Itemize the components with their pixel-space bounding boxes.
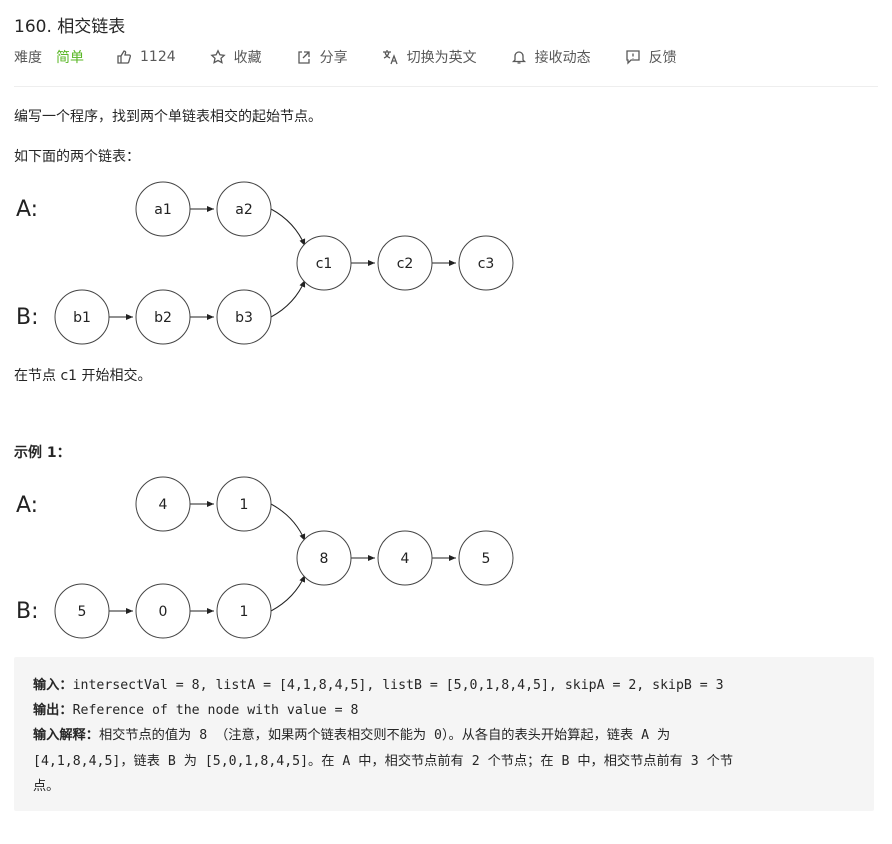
like-count: 1124: [140, 49, 176, 65]
list-node: 1: [216, 583, 272, 639]
input-label: 输入：: [33, 678, 73, 693]
node-label: b1: [73, 310, 91, 326]
list-node: 5: [54, 583, 110, 639]
favorite-button[interactable]: 收藏: [209, 47, 262, 67]
node-label: 8: [320, 551, 329, 567]
linked-list-diagram: A: B: a1 a2 b1 b2 b3 c1 c2 c3: [16, 181, 514, 345]
list-node: 4: [135, 476, 191, 532]
share-button[interactable]: 分享: [296, 47, 348, 67]
node-label: b3: [235, 310, 253, 326]
node-label: 5: [482, 551, 491, 567]
list-node: 5: [458, 530, 514, 586]
node-label: c3: [478, 256, 495, 272]
list-node: b2: [135, 289, 191, 345]
list-node: c3: [458, 235, 514, 291]
switch-language-label: 切换为英文: [406, 50, 477, 66]
node-label: 1: [240, 604, 249, 620]
star-icon: [209, 49, 226, 64]
like-button[interactable]: 1124: [116, 49, 176, 65]
node-label: c1: [316, 256, 333, 272]
list-b-label: B:: [16, 305, 39, 330]
node-label: b2: [154, 310, 172, 326]
list-node: 0: [135, 583, 191, 639]
difficulty-badge: 简单: [56, 50, 84, 66]
node-label: 5: [78, 604, 87, 620]
thumbs-up-icon: [117, 50, 131, 64]
feedback-button[interactable]: 反馈: [625, 47, 677, 67]
node-label: c2: [397, 256, 414, 272]
list-b-label: B:: [16, 599, 39, 624]
list-node: a1: [135, 181, 191, 237]
node-label: a2: [235, 202, 253, 218]
description-intro: 编写一个程序，找到两个单链表相交的起始节点。: [14, 109, 322, 125]
list-node: b1: [54, 289, 110, 345]
merge-arrow: [270, 503, 306, 542]
node-label: 4: [159, 497, 168, 513]
list-node: 8: [296, 530, 352, 586]
feedback-icon: [625, 50, 640, 65]
description-note: 在节点 c1 开始相交。: [14, 368, 152, 384]
share-icon: [297, 51, 310, 64]
output-label: 输出：: [33, 703, 73, 718]
problem-title: 160. 相交链表: [14, 17, 126, 37]
feedback-label: 反馈: [648, 50, 677, 66]
node-label: a1: [154, 202, 172, 218]
example-explain-line: 输入解释：相交节点的值为 8 （注意，如果两个链表相交则不能为 0）。从各自的表…: [33, 724, 670, 743]
explain-text-1: 相交节点的值为 8 （注意，如果两个链表相交则不能为 0）。从各自的表头开始算起…: [98, 728, 671, 743]
explain-label: 输入解释：: [33, 728, 99, 743]
node-label: 4: [401, 551, 410, 567]
example-diagram: A: B: 4 1 5 0 1 8 4 5: [16, 476, 514, 639]
list-a-label: A:: [16, 197, 38, 222]
list-a-label: A:: [16, 493, 38, 518]
merge-arrow: [270, 208, 306, 247]
list-node: 4: [377, 530, 433, 586]
example-title: 示例 1：: [14, 445, 71, 461]
list-node: b3: [216, 289, 272, 345]
description-lead: 如下面的两个链表：: [14, 149, 140, 165]
explain-text-3: 点。: [33, 779, 60, 794]
example-output-line: 输出：Reference of the node with value = 8: [33, 699, 358, 718]
bell-icon: [511, 51, 526, 64]
merge-arrow: [270, 279, 306, 318]
example-input-line: 输入：intersectVal = 8, listA = [4,1,8,4,5]…: [33, 674, 724, 693]
example-code-block: 输入：intersectVal = 8, listA = [4,1,8,4,5]…: [14, 657, 874, 811]
node-label: 0: [159, 604, 168, 620]
list-node: a2: [216, 181, 272, 237]
share-label: 分享: [319, 50, 348, 66]
list-node: c2: [377, 235, 433, 291]
difficulty-label: 难度: [14, 50, 42, 66]
favorite-label: 收藏: [233, 50, 262, 66]
switch-language-button[interactable]: 切换为英文: [382, 47, 477, 67]
input-value: intersectVal = 8, listA = [4,1,8,4,5], l…: [72, 678, 724, 693]
notify-button[interactable]: 接收动态: [511, 47, 591, 67]
translate-icon: [382, 50, 398, 65]
problem-meta-bar: 难度 简单 1124 收藏 分享 切换为英文 接收动态 反馈: [14, 47, 711, 67]
merge-arrow: [270, 574, 306, 612]
explain-text-2: [4,1,8,4,5]，链表 B 为 [5,0,1,8,4,5]。在 A 中，相…: [33, 754, 734, 769]
list-node: 1: [216, 476, 272, 532]
node-label: 1: [240, 497, 249, 513]
output-value: Reference of the node with value = 8: [72, 703, 359, 718]
notify-label: 接收动态: [534, 50, 591, 66]
header-divider: [14, 86, 878, 87]
list-node: c1: [296, 235, 352, 291]
